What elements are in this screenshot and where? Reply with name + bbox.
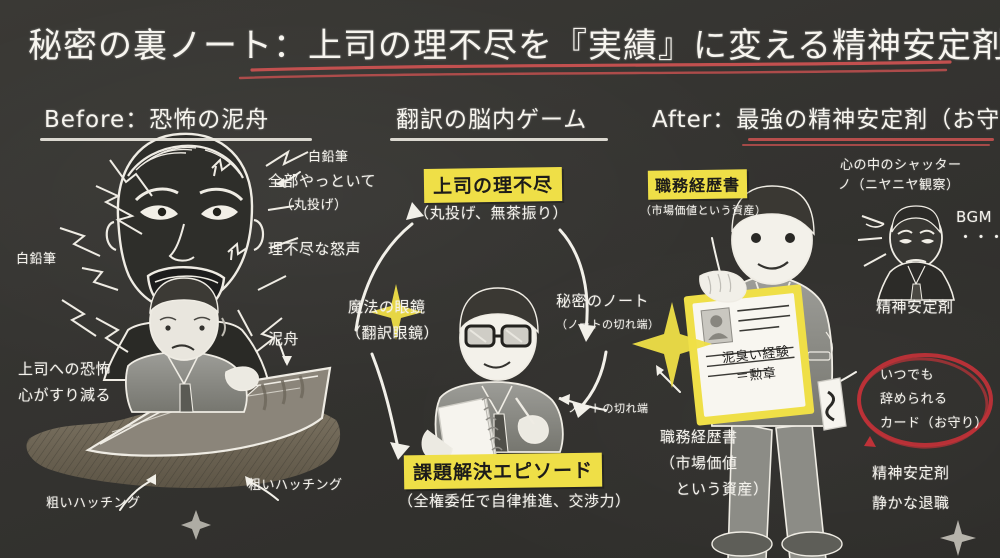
label-boss-unreasonable-sub: （丸投げ、無茶振り） [414,204,568,222]
label-card-line2: 辞められる [880,392,948,407]
column-heading-translate: 翻訳の脳内ゲーム [396,107,588,133]
chip-problem-solving-episode: 課題解決エピソード [403,452,603,490]
column-heading-before: Before：恐怖の泥舟 [44,107,270,133]
label-white-pencil-right: 白鉛筆 [308,150,349,165]
label-shutter-line1: 心の中のシャッター [840,158,962,173]
column-underline-before [40,138,312,141]
highlight-circle [857,353,993,449]
label-fear-line2: 心がすり減る [18,386,112,404]
label-stabilizer: 精神安定剤 [876,298,954,316]
label-mud-boat: 泥舟 [268,330,300,348]
label-resume-caption-line3: という資産） [660,480,769,498]
label-secret-note-sub: （ノートの切れ端） [556,318,660,331]
label-white-pencil-left: 白鉛筆 [16,252,57,267]
label-note-scrap: ノートの切れ端 [568,402,649,415]
chip-boss-unreasonable: 上司の理不尽 [423,167,563,203]
chip-resume: 職務経歴書 [647,169,748,200]
label-hatching-left: 粗いハッチング [46,496,141,511]
label-shutter-line2: ノ（ニヤニヤ観察） [838,178,960,193]
label-angry-voice: 理不尽な怒声 [268,240,362,258]
column-underline-after [748,138,994,141]
label-throw-all-sub: （丸投げ） [280,198,348,213]
label-problem-solving-sub: （全権委任で自律推進、交渉力） [398,492,631,510]
label-magic-glasses-sub: （翻訳眼鏡） [346,324,440,342]
column-underline-translate [390,138,608,141]
label-footer-line2: 静かな退職 [872,494,950,512]
column-underline-after-2 [742,144,990,146]
column-heading-after: After：最強の精神安定剤（お守り） [652,107,1000,133]
label-fear-line1: 上司への恐怖 [18,360,112,378]
label-bgm: BGM [956,208,993,226]
label-bgm-dots: ・・・ [958,228,1000,246]
label-magic-glasses: 魔法の眼鏡 [348,298,426,316]
page-title: 秘密の裏ノート：上司の理不尽を『実績』に変える精神安定剤（お守り） [28,26,1000,66]
label-card-line1: いつでも [880,368,935,383]
label-resume-caption-line1: 職務経歴書 [660,428,738,446]
label-resume-sub: （市場価値という資産） [640,204,767,217]
label-resume-caption-line2: （市場価値 [660,454,738,472]
label-throw-all: 全部やっといて [268,172,377,190]
label-secret-note: 秘密のノート [556,292,650,310]
label-footer-line1: 精神安定剤 [872,464,950,482]
label-hatching-right: 粗いハッチング [248,478,343,493]
label-card-line3: カード（お守り） [880,416,989,431]
